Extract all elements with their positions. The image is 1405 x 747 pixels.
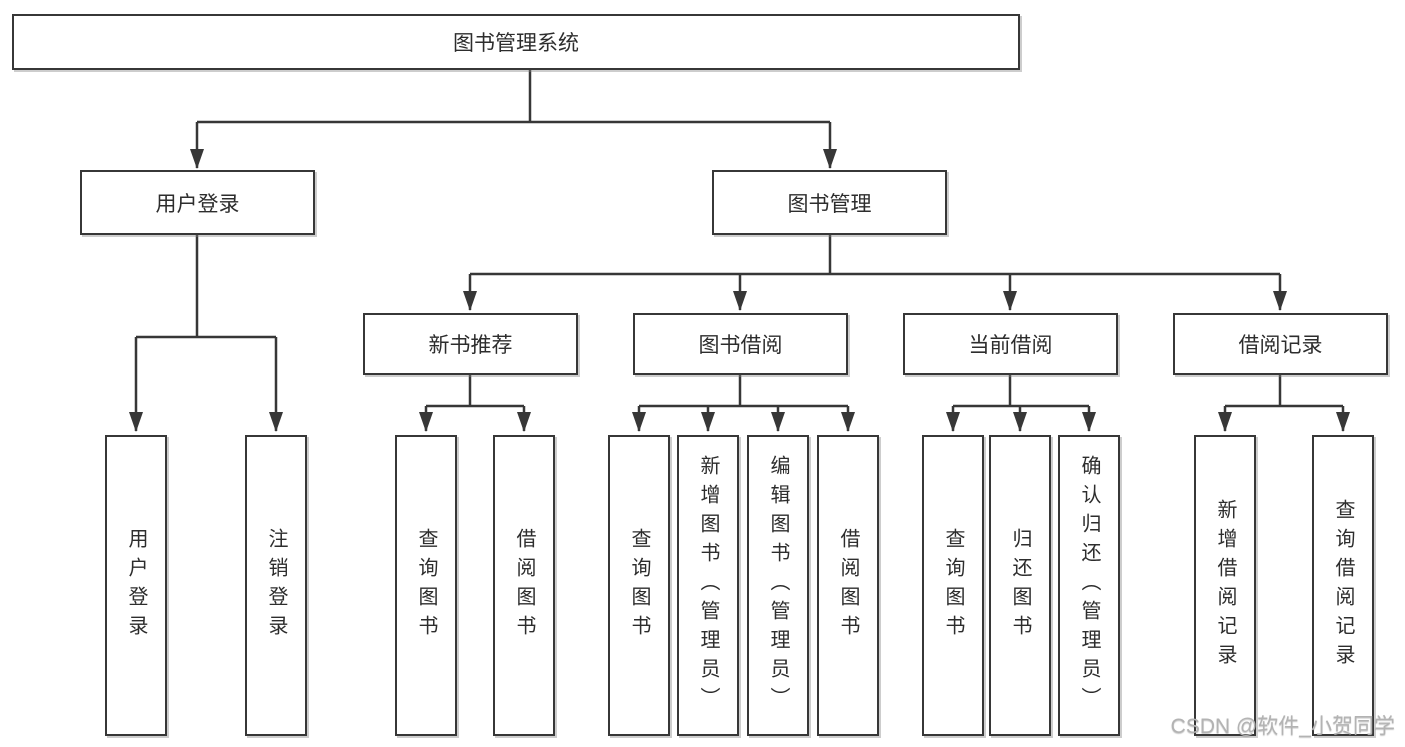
leaf-label: 编辑图书（管理员） <box>767 455 789 716</box>
leaf-label: 归还图书 <box>1009 527 1031 644</box>
leaf-borrow-edit-books-admin: 编辑图书（管理员） <box>747 435 809 736</box>
leaf-borrow-add-books-admin: 新增图书（管理员） <box>677 435 739 736</box>
csdn-watermark: CSDN @软件_小贺同学 <box>1170 715 1395 738</box>
leaf-label: 查询借阅记录 <box>1332 498 1354 673</box>
node-root: 图书管理系统 <box>12 14 1020 70</box>
section-borrow-records: 借阅记录 <box>1173 313 1388 375</box>
section-new-book-recommend: 新书推荐 <box>363 313 578 375</box>
leaf-borrow-borrow-books: 借阅图书 <box>817 435 879 736</box>
node-book-management: 图书管理 <box>712 170 947 235</box>
connector-group <box>129 70 1350 432</box>
node-user-login: 用户登录 <box>80 170 315 235</box>
leaf-current-query-books: 查询图书 <box>922 435 984 736</box>
leaf-label: 查询图书 <box>628 527 650 644</box>
section-book-borrow: 图书借阅 <box>633 313 848 375</box>
leaf-borrow-query-books: 查询图书 <box>608 435 670 736</box>
leaf-label: 用户登录 <box>125 527 147 644</box>
leaf-record-add-record: 新增借阅记录 <box>1194 435 1256 736</box>
leaf-label: 借阅图书 <box>837 527 859 644</box>
leaf-user-login: 用户登录 <box>105 435 167 736</box>
leaf-label: 注销登录 <box>265 527 287 644</box>
leaf-recommend-borrow-books: 借阅图书 <box>493 435 555 736</box>
leaf-label: 新增图书（管理员） <box>697 455 719 716</box>
leaf-record-query-record: 查询借阅记录 <box>1312 435 1374 736</box>
leaf-recommend-query-books: 查询图书 <box>395 435 457 736</box>
leaf-logout-login: 注销登录 <box>245 435 307 736</box>
leaf-current-confirm-return-admin: 确认归还（管理员） <box>1058 435 1120 736</box>
leaf-label: 查询图书 <box>415 527 437 644</box>
leaf-current-return-books: 归还图书 <box>989 435 1051 736</box>
leaf-label: 确认归还（管理员） <box>1078 455 1100 716</box>
section-current-borrow: 当前借阅 <box>903 313 1118 375</box>
leaf-label: 借阅图书 <box>513 527 535 644</box>
leaf-label: 查询图书 <box>942 527 964 644</box>
leaf-label: 新增借阅记录 <box>1214 498 1236 673</box>
